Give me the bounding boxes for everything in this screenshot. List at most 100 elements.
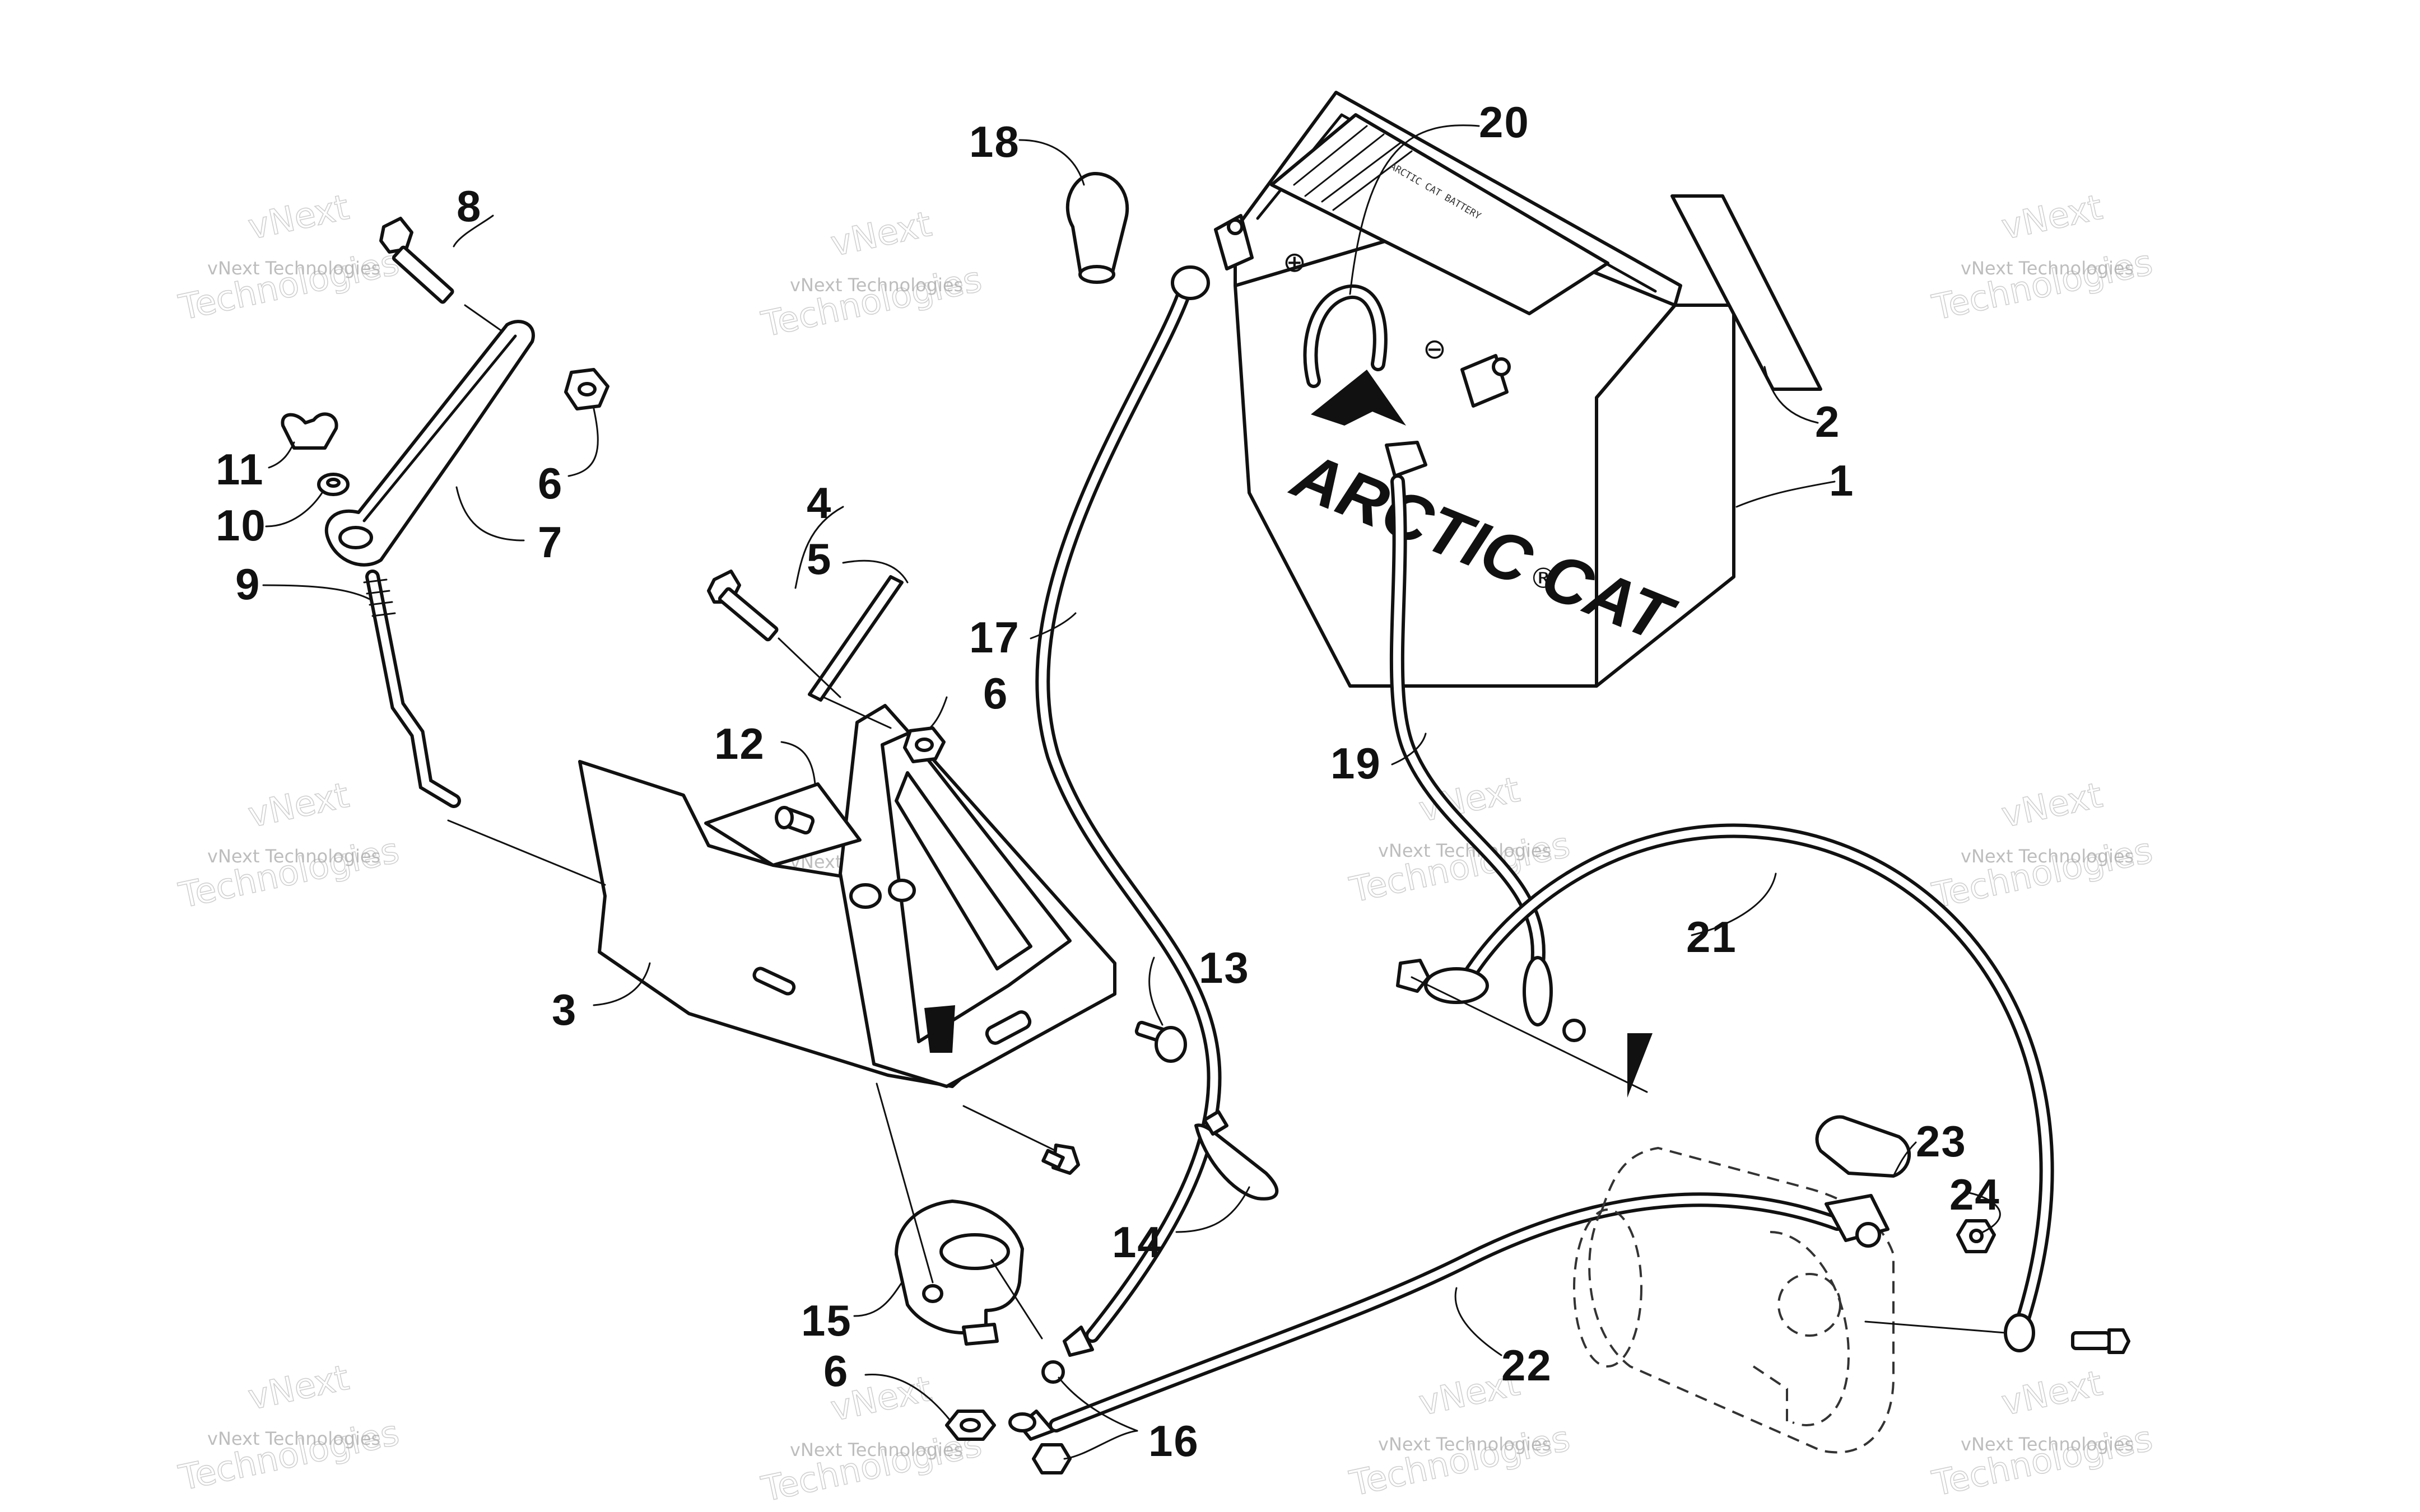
bolt-8 bbox=[379, 217, 522, 346]
callout-6-lower: 6 bbox=[823, 1346, 849, 1396]
watermark-text: vNext Technologies bbox=[207, 258, 380, 279]
callout-19: 19 bbox=[1330, 739, 1381, 788]
battery-top-label bbox=[1270, 113, 1609, 315]
wing-nut-11 bbox=[281, 412, 338, 450]
watermark-text: Technologies bbox=[1929, 829, 2156, 916]
watermark: vNext Technologies vNext Technologies bbox=[1346, 768, 1574, 911]
leader-lines bbox=[262, 124, 2001, 1460]
cable-19-ring-terminal bbox=[1385, 441, 1427, 478]
callout-8: 8 bbox=[457, 181, 482, 231]
watermark: vNext Technologies vNext Technologies bbox=[175, 186, 403, 329]
callout-numbers: 1 2 3 4 5 6 6 6 7 8 9 10 11 12 13 14 15 … bbox=[216, 97, 2000, 1466]
solenoid-15 bbox=[876, 1082, 1043, 1346]
nut-24 bbox=[1956, 1219, 1996, 1253]
ground-star-washer bbox=[1562, 1019, 1586, 1042]
watermark-text: vNext bbox=[1998, 774, 2106, 836]
callout-7: 7 bbox=[538, 517, 563, 567]
callout-17: 17 bbox=[969, 613, 1020, 662]
nuts-16 bbox=[1008, 1360, 1072, 1474]
watermark-text: Technologies bbox=[1929, 1417, 2156, 1504]
callout-18: 18 bbox=[969, 117, 1020, 166]
cable-19-end-terminal bbox=[1523, 956, 1553, 1026]
nut-6-middle bbox=[903, 726, 946, 763]
watermark-text: vNext Technologies bbox=[207, 846, 380, 867]
callout-13: 13 bbox=[1199, 943, 1250, 992]
watermark-text: vNext bbox=[827, 203, 935, 264]
watermark-text: vNext Technologies bbox=[1961, 1434, 2134, 1455]
callout-3: 3 bbox=[552, 985, 577, 1034]
callout-15: 15 bbox=[801, 1296, 852, 1345]
watermark-text: vNext Technologies bbox=[207, 1428, 380, 1449]
terminal-boot-23 bbox=[1815, 1115, 1911, 1248]
bracket-slot bbox=[752, 967, 796, 996]
callout-23: 23 bbox=[1916, 1117, 1967, 1166]
watermark-text: Technologies bbox=[175, 829, 403, 916]
battery-positive-mark: ⊕ bbox=[1283, 246, 1306, 278]
watermark-text: vNext Technologies bbox=[1961, 846, 2134, 867]
callout-1: 1 bbox=[1829, 456, 1854, 505]
washer-10 bbox=[317, 473, 350, 496]
ground-nut bbox=[1396, 959, 1430, 993]
watermark: vNext Technologies vNext Technologies bbox=[1928, 186, 2156, 329]
watermark-text: vNext Technologies bbox=[790, 274, 963, 296]
watermark-text: vNext Technologies bbox=[1378, 840, 1551, 861]
callout-6-upper: 6 bbox=[538, 459, 563, 508]
bracket-slot bbox=[985, 1010, 1032, 1045]
callout-12: 12 bbox=[714, 719, 765, 768]
watermark-text: Technologies bbox=[175, 1412, 403, 1498]
bracket-inner-rib bbox=[895, 771, 1032, 970]
watermark-text: vNext Technologies bbox=[1961, 258, 2134, 279]
callout-20: 20 bbox=[1479, 97, 1530, 147]
bracket-7 bbox=[324, 320, 535, 567]
starter-motor bbox=[1573, 1146, 1895, 1454]
watermark: vNext Technologies vNext Technologies bbox=[757, 1368, 985, 1510]
nut-6-lower bbox=[945, 1410, 996, 1441]
nut-6-upper bbox=[564, 368, 609, 410]
callout-21: 21 bbox=[1686, 912, 1737, 962]
bolt-4 bbox=[707, 570, 841, 698]
watermark: vNext Technologies vNext Technologies bbox=[1928, 774, 2156, 917]
spacer-12 bbox=[775, 806, 815, 835]
battery-registered-mark: ® bbox=[1529, 562, 1557, 595]
callout-4: 4 bbox=[807, 478, 832, 528]
callout-11: 11 bbox=[216, 445, 264, 494]
ground-cable-21 bbox=[1424, 823, 2054, 1352]
arctic-cat-logo-mark bbox=[1311, 370, 1406, 426]
callout-24: 24 bbox=[1949, 1170, 2000, 1219]
plate-5 bbox=[808, 575, 904, 702]
watermark: vNext Technologies vNext Technologies bbox=[175, 774, 403, 917]
watermark-text: Technologies bbox=[758, 1423, 985, 1509]
callout-10: 10 bbox=[216, 501, 267, 550]
watermark: vNext Technologies vNext Technologies bbox=[1928, 1362, 2156, 1505]
watermark-text: vNext bbox=[245, 186, 352, 248]
callout-22: 22 bbox=[1501, 1341, 1552, 1390]
battery-label-lines bbox=[1293, 125, 1413, 211]
battery-pad bbox=[1670, 194, 1822, 391]
bracket-arrow-marker bbox=[924, 1005, 955, 1053]
watermark-text: vNext Technologies bbox=[790, 1439, 963, 1460]
watermark-text: vNext bbox=[1998, 186, 2106, 248]
starter-bolt bbox=[1864, 1320, 2130, 1354]
battery: ARCTIC CAT BATTERY ⊕ ⊖ ARCTIC CAT ® bbox=[1214, 91, 1735, 688]
mounting-bracket-3 bbox=[447, 704, 1116, 1088]
watermark-text: Technologies bbox=[1929, 241, 2156, 328]
cable-21-ring-terminal bbox=[1424, 967, 1489, 1004]
callout-16: 16 bbox=[1148, 1416, 1199, 1466]
ground-fasteners bbox=[1396, 959, 1653, 1098]
callout-5: 5 bbox=[807, 534, 832, 584]
callout-14: 14 bbox=[1112, 1217, 1163, 1267]
battery-negative-mark: ⊖ bbox=[1423, 333, 1446, 365]
battery-negative-terminal bbox=[1460, 354, 1511, 408]
watermark-text: vNext Technologies bbox=[1378, 1434, 1551, 1455]
watermark: vNext Technologies vNext Technologies bbox=[757, 203, 985, 346]
watermark-text: Technologies bbox=[1346, 1417, 1574, 1504]
watermark-text: Technologies bbox=[758, 258, 985, 344]
starter-cable-22 bbox=[1018, 1192, 1845, 1441]
bracket-bolt bbox=[962, 1105, 1080, 1175]
bolt-13 bbox=[1134, 1020, 1187, 1063]
callout-2: 2 bbox=[1815, 397, 1840, 446]
watermark: vNext Technologies vNext Technologies bbox=[175, 1356, 403, 1499]
battery-positive-terminal bbox=[1214, 214, 1254, 270]
watermark-text: vNext bbox=[245, 774, 352, 836]
